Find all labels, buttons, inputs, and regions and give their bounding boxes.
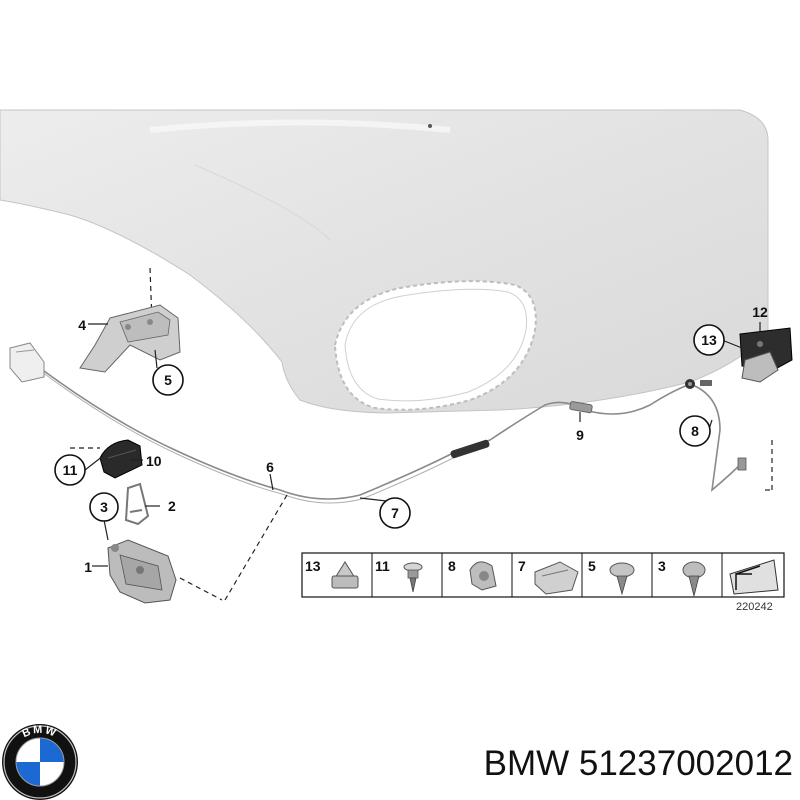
legend-label-8: 8 bbox=[448, 558, 456, 574]
callout-13: 13 bbox=[701, 332, 717, 348]
clip-icon bbox=[403, 562, 423, 593]
part-8-grommet bbox=[685, 379, 712, 389]
hood bbox=[0, 109, 769, 414]
diagram-reference-number: 220242 bbox=[736, 601, 773, 613]
part-number: 51237002012 bbox=[578, 744, 793, 783]
callout-12: 12 bbox=[752, 304, 768, 320]
callouts: 1 2 3 4 5 6 7 8 9 10 11 12 13 bbox=[63, 304, 768, 575]
part-caption: BMW 51237002012 bbox=[409, 738, 793, 790]
callout-6: 6 bbox=[266, 459, 274, 475]
callout-8: 8 bbox=[691, 423, 699, 439]
fastener-legend: 13 11 8 7 5 3 bbox=[301, 552, 785, 598]
callout-1: 1 bbox=[84, 559, 92, 575]
callout-7: 7 bbox=[391, 505, 399, 521]
screw-icon bbox=[609, 562, 635, 596]
legend-label-7: 7 bbox=[518, 558, 526, 574]
callout-circles bbox=[54, 324, 725, 529]
callout-9: 9 bbox=[576, 427, 584, 443]
cable-clip bbox=[569, 401, 593, 414]
part-10-handle bbox=[99, 439, 143, 479]
bolt-icon bbox=[682, 561, 706, 597]
part-12-catch bbox=[739, 327, 793, 383]
callout-2: 2 bbox=[168, 498, 176, 514]
bmw-logo: BMW bbox=[2, 724, 78, 800]
cable-clip-icon bbox=[469, 561, 497, 591]
legend-label-11: 11 bbox=[375, 558, 390, 574]
svg-text:BMW: BMW bbox=[20, 724, 59, 740]
direction-arrow-icon bbox=[729, 559, 779, 595]
part-4-bracket bbox=[79, 304, 181, 373]
callout-5: 5 bbox=[164, 372, 172, 388]
cable-end-connector bbox=[9, 342, 45, 383]
part-1-lock bbox=[107, 539, 177, 604]
brand-name: BMW bbox=[483, 744, 570, 783]
part-2-stirrup bbox=[124, 482, 150, 526]
callout-4: 4 bbox=[78, 317, 86, 333]
cable-end-fitting bbox=[737, 457, 747, 471]
callout-10: 10 bbox=[146, 453, 162, 469]
legend-label-13: 13 bbox=[305, 558, 321, 574]
callout-3: 3 bbox=[100, 499, 108, 515]
hood-scoop bbox=[333, 280, 537, 411]
cable-sleeve bbox=[450, 439, 490, 459]
legend-label-3: 3 bbox=[658, 558, 666, 574]
nut-icon bbox=[331, 561, 359, 589]
bracket-icon bbox=[534, 561, 579, 595]
callout-11: 11 bbox=[63, 462, 78, 478]
legend-label-5: 5 bbox=[588, 558, 596, 574]
